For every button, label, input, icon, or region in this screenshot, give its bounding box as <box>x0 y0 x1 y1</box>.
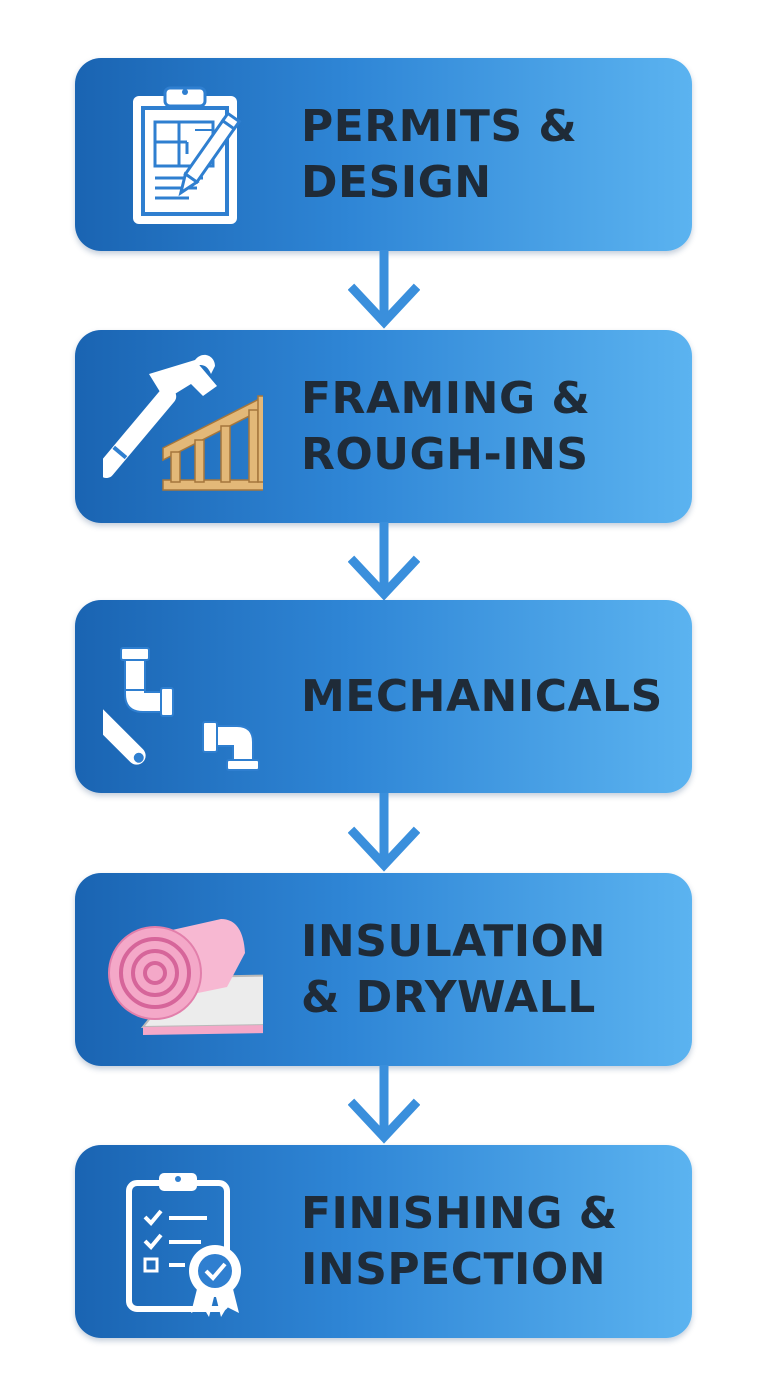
down-arrow-icon <box>348 250 420 332</box>
step-mechanicals: MECHANICALS <box>75 600 692 793</box>
step-title-line-2: DESIGN <box>301 156 492 208</box>
down-arrow-icon <box>348 522 420 604</box>
step-label: INSULATION & DRYWALL <box>301 873 681 1066</box>
step-title-line-2: ROUGH-INS <box>301 428 589 480</box>
step-framing-rough-ins: FRAMING & ROUGH-INS <box>75 330 692 523</box>
step-title-line-2: & DRYWALL <box>301 971 596 1023</box>
step-title-line-1: MECHANICALS <box>301 670 663 722</box>
step-label: FINISHING & INSPECTION <box>301 1145 681 1338</box>
step-insulation-drywall: INSULATION & DRYWALL <box>75 873 692 1066</box>
step-title-line-1: FINISHING & <box>301 1187 618 1239</box>
step-label: PERMITS & DESIGN <box>301 58 681 251</box>
step-title-line-1: PERMITS & <box>301 100 578 152</box>
down-arrow-icon <box>348 1065 420 1147</box>
step-finishing-inspection: FINISHING & INSPECTION <box>75 1145 692 1338</box>
step-label: FRAMING & ROUGH-INS <box>301 330 681 523</box>
step-title-line-1: FRAMING & <box>301 372 591 424</box>
blueprint-clipboard-icon <box>103 80 263 230</box>
hammer-framing-icon <box>103 352 263 502</box>
step-title-line-1: INSULATION <box>301 915 606 967</box>
step-label: MECHANICALS <box>301 600 681 793</box>
insulation-roll-icon <box>103 895 263 1045</box>
wrench-pipes-icon <box>103 622 263 772</box>
checklist-badge-icon <box>103 1167 263 1317</box>
step-title-line-2: INSPECTION <box>301 1243 607 1295</box>
down-arrow-icon <box>348 793 420 875</box>
step-permits-design: PERMITS & DESIGN <box>75 58 692 251</box>
